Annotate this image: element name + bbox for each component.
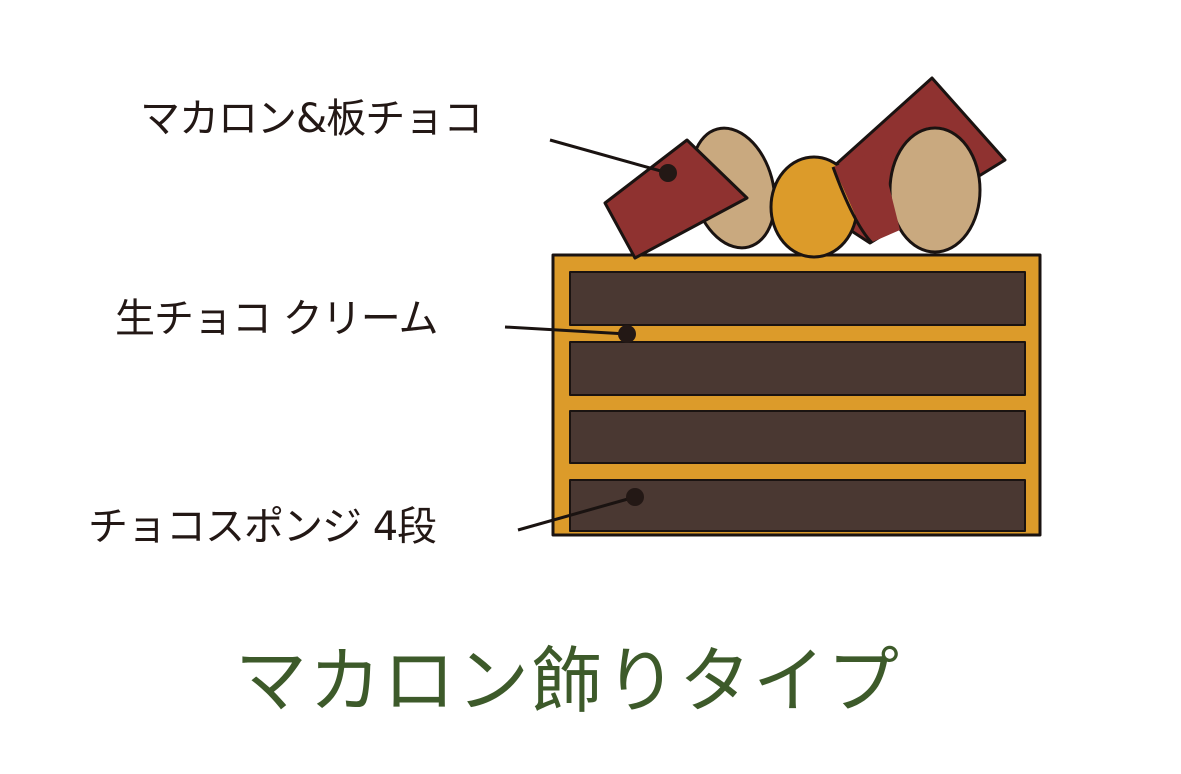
- label-sponge: チョコスポンジ 4段: [88, 504, 437, 550]
- marker-dot-sponge: [626, 488, 644, 506]
- sponge-layer-4: [569, 479, 1026, 532]
- leader-line-sponge: [517, 495, 636, 532]
- sponge-layer-3: [569, 410, 1026, 464]
- sponge-layer-1: [569, 271, 1026, 326]
- diagram-title: マカロン飾りタイプ: [235, 639, 902, 723]
- sponge-layer-2: [569, 341, 1026, 396]
- chocolate-bar-left: [603, 138, 749, 260]
- chocolate-bar-right-front: [833, 150, 900, 243]
- label-topping: マカロン&板チョコ: [140, 96, 483, 142]
- marker-dot-cream: [618, 325, 636, 343]
- macaron-right: [888, 126, 982, 254]
- leader-line-cream: [504, 325, 628, 336]
- label-cream: 生チョコ クリーム: [115, 296, 439, 342]
- marker-dot-topping: [659, 164, 677, 182]
- leader-line-topping: [549, 138, 669, 175]
